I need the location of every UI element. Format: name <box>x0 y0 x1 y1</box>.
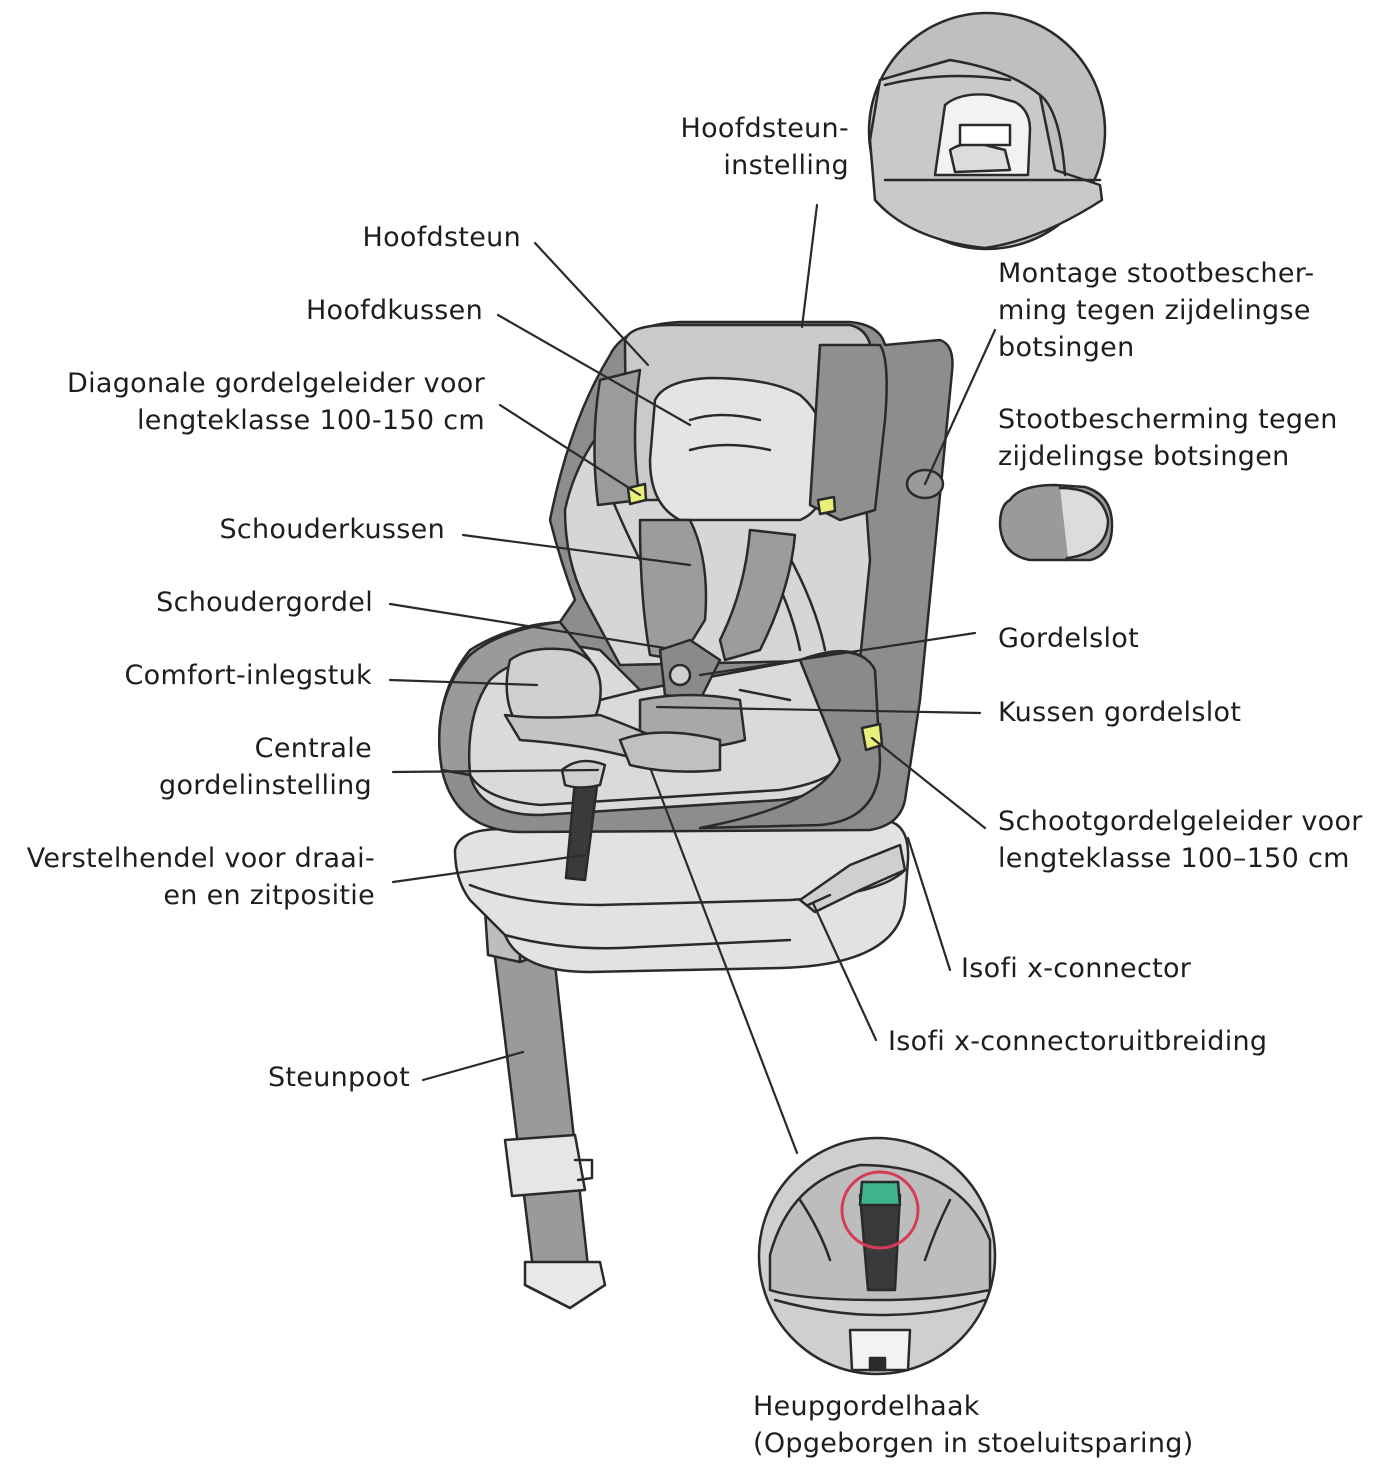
label-montage-stootbescherming: Montage stootbescher- ming tegen zijdeli… <box>998 258 1315 363</box>
side-impact-pad-icon <box>998 483 1114 562</box>
label-hoofdsteun: Hoofdsteun <box>362 222 521 253</box>
harness <box>503 518 797 882</box>
label-schouderkussen: Schouderkussen <box>219 514 445 545</box>
headrest <box>593 323 888 522</box>
magnifier-headrest-adjust-icon <box>867 11 1107 251</box>
label-stootbescherming: Stootbescherming tegen zijdelingse botsi… <box>998 404 1338 472</box>
label-steunpoot: Steunpoot <box>267 1062 410 1093</box>
label-kussen-gordelslot: Kussen gordelslot <box>998 697 1242 728</box>
label-diagonale-gordelgeleider: Diagonale gordelgeleider voor lengteklas… <box>67 368 485 436</box>
label-hoofdkussen: Hoofdkussen <box>305 295 483 326</box>
magnifier-belt-hook-icon <box>757 1136 997 1376</box>
label-schootgordelgeleider: Schootgordelgeleider voor lengteklasse 1… <box>998 806 1363 874</box>
label-hoofdsteun-instelling: Hoofdsteun- instelling <box>680 113 849 181</box>
label-schoudergordel: Schoudergordel <box>156 587 373 618</box>
label-heupgordelhaak: Heupgordelhaak (Opgeborgen in stoeluitsp… <box>753 1391 1194 1459</box>
label-comfort-inlegstuk: Comfort-inlegstuk <box>124 660 372 691</box>
leader-lines <box>388 203 997 1155</box>
label-isofix-uitbreiding: Isofi x-connectoruitbreiding <box>888 1026 1268 1057</box>
label-centrale-gordelinstelling: Centrale gordelinstelling <box>159 733 372 801</box>
label-isofix-connector: Isofi x-connector <box>961 953 1192 984</box>
seat-base <box>453 818 910 974</box>
label-verstelhendel: Verstelhendel voor draai- en en zitposit… <box>26 843 375 911</box>
label-gordelslot: Gordelslot <box>998 623 1139 654</box>
